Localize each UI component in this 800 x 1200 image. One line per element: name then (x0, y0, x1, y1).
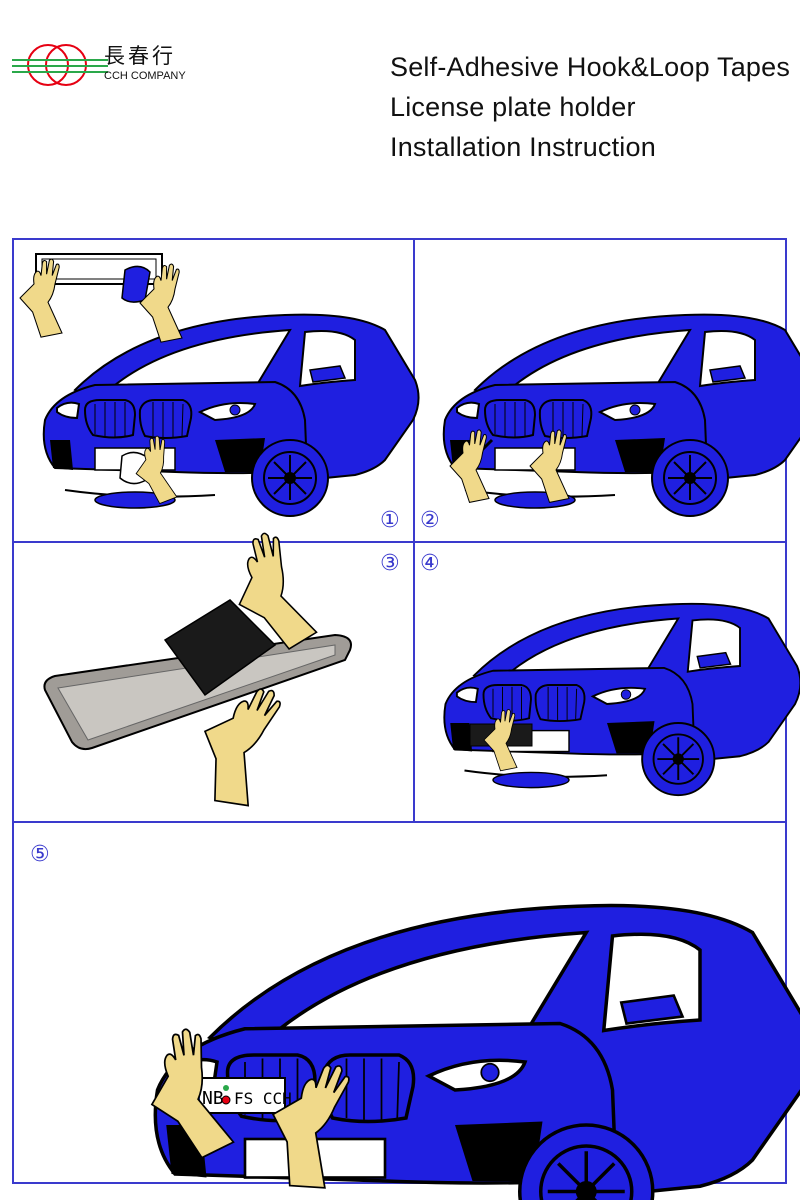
step-number-5: ⑤ (30, 842, 50, 867)
step-5-panel: D NB FS CCH (134, 903, 800, 1200)
step-number-2: ② (420, 508, 440, 533)
step-number-1: ① (380, 508, 400, 533)
license-plate-icon (189, 1077, 286, 1114)
step-4-panel (443, 602, 800, 797)
step-number-3: ③ (380, 551, 400, 576)
title-line-3: Installation Instruction (390, 132, 656, 162)
plate-text-left: NB (202, 1088, 224, 1109)
step-1-panel (19, 253, 420, 517)
step-3-panel (43, 527, 352, 813)
logo-company-name: CCH COMPANY (104, 70, 186, 82)
title-line-1: Self-Adhesive Hook&Loop Tapes (390, 52, 791, 82)
title-line-2: License plate holder (390, 92, 636, 122)
step-2-panel (442, 313, 800, 517)
step-number-4: ④ (420, 551, 440, 576)
plate-text-right: FS CCH (234, 1089, 292, 1108)
tape-icon (163, 599, 277, 697)
logo-chinese-name: 長春行 (104, 44, 176, 68)
cch-logo-icon (12, 44, 108, 86)
